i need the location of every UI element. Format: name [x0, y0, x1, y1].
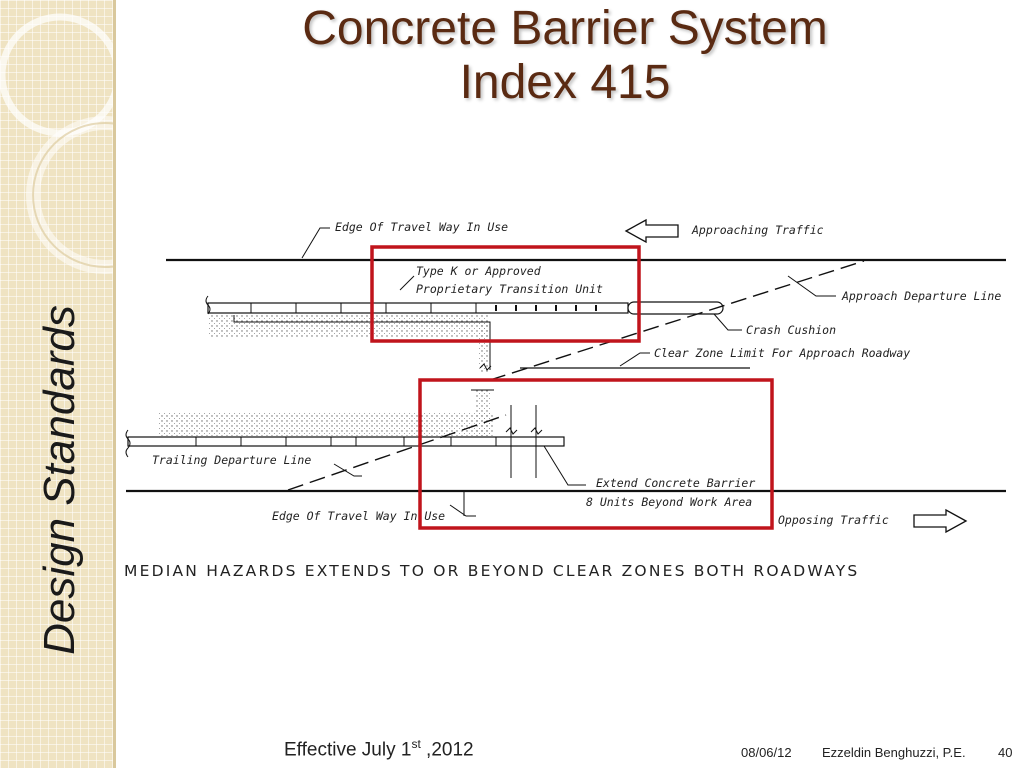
- lower-stipple: [158, 412, 493, 436]
- title-line-1: Concrete Barrier System: [302, 2, 828, 55]
- label-approaching-traffic: Approaching Traffic: [691, 223, 824, 237]
- trailing-departure-line: [287, 414, 507, 491]
- approach-departure-line: [489, 260, 865, 381]
- label-type-k-1: Type K or Approved: [416, 264, 542, 278]
- highlight-extend-barrier: [418, 378, 774, 530]
- label-extend-2: 8 Units Beyond Work Area: [586, 495, 752, 509]
- title-line-2: Index 415: [459, 56, 671, 109]
- approaching-traffic-arrow: [624, 218, 679, 244]
- leader-lines: [301, 227, 836, 517]
- effective-prefix: Effective July 1: [284, 739, 412, 761]
- label-type-k-2: Proprietary Transition Unit: [416, 282, 603, 296]
- effective-sup: st: [411, 737, 421, 751]
- label-edge-travel-bottom: Edge Of Travel Way In Use: [272, 509, 445, 523]
- label-clear-zone: Clear Zone Limit For Approach Roadway: [654, 346, 910, 360]
- effective-suffix: ,2012: [420, 739, 474, 761]
- barrier-diagram: Edge Of Travel Way In Use Approaching Tr…: [125, 218, 1006, 534]
- sidebar-label: Design Standards: [35, 305, 84, 655]
- upper-barrier: [205, 295, 724, 315]
- highlight-transition-unit: [370, 245, 641, 343]
- footer-date: 08/06/12: [741, 745, 792, 760]
- upper-stipple-drop: [478, 322, 490, 372]
- upper-stipple: [208, 315, 488, 337]
- sidebar-texture: [0, 0, 184, 768]
- opposing-traffic-arrow: [913, 508, 968, 534]
- label-crash-cushion: Crash Cushion: [746, 323, 836, 337]
- lower-barrier: [125, 429, 565, 458]
- lower-stipple-rise: [476, 390, 490, 436]
- label-extend-1: Extend Concrete Barrier: [596, 476, 755, 490]
- label-edge-travel-top: Edge Of Travel Way In Use: [335, 220, 508, 234]
- footer-page-number: 40: [998, 745, 1013, 760]
- slide-title: Concrete Barrier System Index 415: [205, 2, 925, 110]
- sidebar-edge: [113, 0, 116, 768]
- label-approach-departure: Approach Departure Line: [841, 289, 1001, 303]
- label-opposing-traffic: Opposing Traffic: [778, 513, 889, 527]
- footer-effective-date: Effective July 1st ,2012: [284, 737, 474, 761]
- label-trailing-departure: Trailing Departure Line: [152, 453, 311, 467]
- break-lines: [479, 363, 543, 478]
- diagram-caption: MEDIAN HAZARDS EXTENDS TO OR BEYOND CLEA…: [124, 562, 860, 580]
- footer-author: Ezzeldin Benghuzzi, P.E.: [822, 745, 966, 760]
